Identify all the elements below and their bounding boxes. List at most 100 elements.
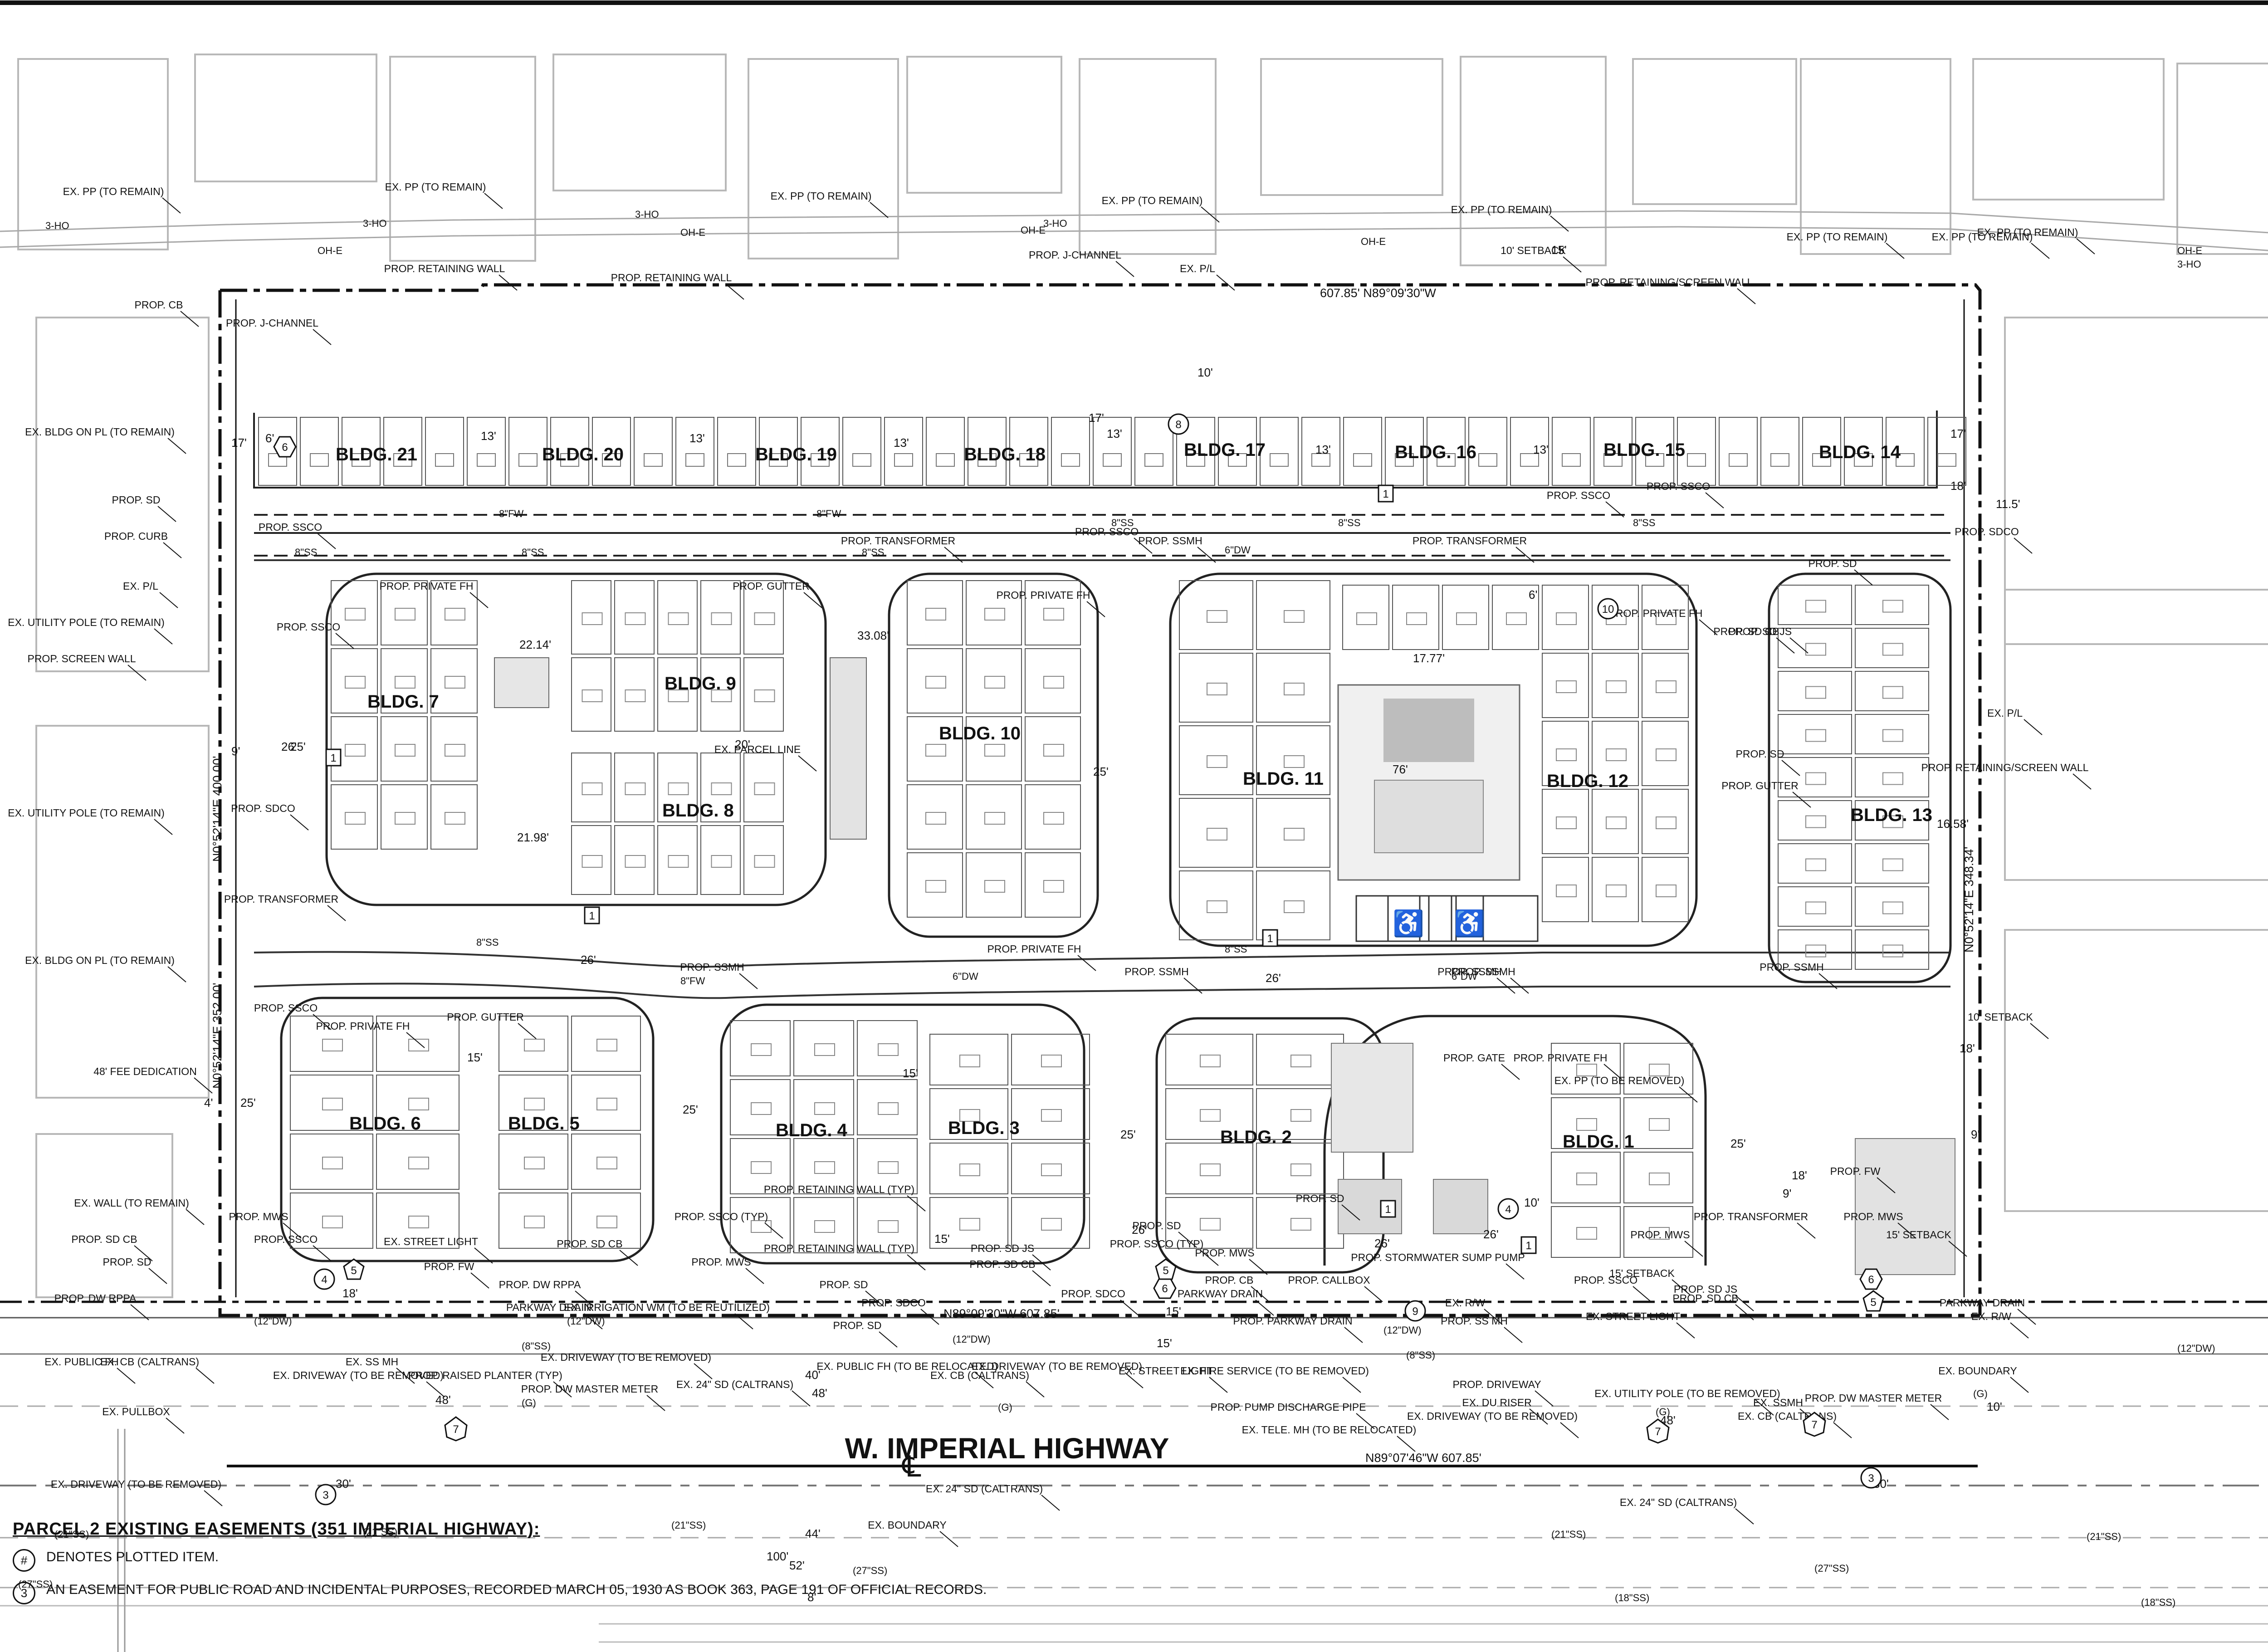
unit-tag bbox=[1649, 1118, 1670, 1131]
callout: EX. PUBLIC FH bbox=[44, 1356, 136, 1384]
middle-blocks bbox=[325, 572, 1952, 983]
building-label: BLDG. 14 bbox=[1819, 442, 1901, 462]
unit-outline bbox=[1778, 671, 1852, 711]
dimension-label: 15' bbox=[467, 1051, 483, 1064]
unit-outline bbox=[700, 753, 741, 822]
marker-box bbox=[325, 748, 342, 767]
dimension-label: 40' bbox=[805, 1368, 821, 1382]
unit-outline bbox=[730, 1079, 791, 1135]
unit-outline bbox=[857, 1197, 918, 1253]
unit-tag bbox=[1284, 828, 1305, 841]
utility-line-label: OH-E bbox=[2177, 245, 2202, 256]
unit-outline bbox=[430, 716, 478, 782]
unit-tag bbox=[959, 1218, 980, 1231]
leader-line bbox=[944, 547, 963, 563]
unit-outline bbox=[1623, 1043, 1693, 1095]
unit-tag bbox=[1687, 453, 1706, 467]
callout: 48' FEE DEDICATION bbox=[93, 1065, 213, 1094]
callout: EX. UTILITY POLE (TO REMAIN) bbox=[8, 616, 173, 645]
utility-line-label: (8"SS) bbox=[1406, 1349, 1435, 1361]
unit-tag bbox=[959, 1163, 980, 1176]
leader-line bbox=[1201, 206, 1220, 223]
dimension-label: 26' bbox=[581, 953, 596, 967]
unit-tag bbox=[1882, 600, 1903, 613]
utility-line-label: 3-HO bbox=[635, 209, 659, 220]
unit-outline bbox=[430, 784, 478, 850]
leader-line bbox=[1356, 1413, 1375, 1429]
unit-tag bbox=[668, 689, 689, 702]
callout: PROP. DW MASTER METER bbox=[1805, 1392, 1949, 1420]
unit-outline bbox=[430, 580, 478, 645]
unit-outline bbox=[571, 657, 611, 732]
property-boundary bbox=[218, 283, 1982, 1317]
callout-text: EX. DRIVEWAY (TO BE REMOVED) bbox=[972, 1360, 1142, 1372]
unit-outline bbox=[571, 580, 611, 655]
unit-tag bbox=[1284, 683, 1305, 695]
unit-outline bbox=[290, 1134, 373, 1190]
unit-tag bbox=[1406, 612, 1427, 625]
callout: PROP. RETAINING/SCREEN WALL bbox=[1921, 762, 2092, 790]
unit-grid bbox=[290, 580, 1929, 1258]
marker-number: 9 bbox=[1412, 1305, 1418, 1318]
leader-line bbox=[1124, 1372, 1144, 1388]
unit-outline bbox=[1542, 653, 1589, 718]
unit-tag bbox=[894, 453, 913, 467]
callout-text: PROP. SSCO bbox=[1547, 489, 1610, 501]
dimension-label: 44' bbox=[805, 1527, 821, 1540]
unit-outline bbox=[1855, 843, 1929, 884]
unit-tag bbox=[445, 744, 465, 757]
utility-line-label: (G) bbox=[1656, 1406, 1670, 1417]
unit-tag bbox=[1041, 1055, 1062, 1067]
leader-line bbox=[1705, 492, 1724, 508]
callout: PROP. SSCO bbox=[1574, 1274, 1652, 1302]
unit-outline bbox=[499, 1134, 568, 1190]
callout: EX. UTILITY POLE (TO BE REMOVED) bbox=[1594, 1388, 1780, 1416]
leader-line bbox=[313, 1014, 332, 1030]
unit-outline bbox=[1642, 857, 1689, 922]
north-row-units bbox=[258, 417, 1966, 486]
unit-outline bbox=[1760, 417, 1799, 486]
callout: PROP. SD JS bbox=[971, 1242, 1051, 1271]
callout-text: PROP. PRIVATE FH bbox=[996, 589, 1090, 601]
leader-line bbox=[1948, 1241, 1967, 1257]
leader-line bbox=[1529, 1408, 1548, 1425]
callout-text: EX. 24" SD (CALTRANS) bbox=[1620, 1496, 1737, 1508]
utility-line-label: 8"SS bbox=[862, 547, 884, 558]
unit-outline bbox=[1844, 417, 1883, 486]
utility-line-label: 8"FW bbox=[816, 508, 841, 519]
unit-outline bbox=[1179, 580, 1253, 650]
callout-text: PARKWAY DRAIN bbox=[506, 1301, 591, 1313]
unit-tag bbox=[1290, 1109, 1311, 1122]
unit-tag bbox=[1041, 1163, 1062, 1176]
callout-text: PROP. MWS bbox=[229, 1211, 288, 1222]
callout: 10' SETBACK bbox=[1968, 1011, 2049, 1039]
plotted-item-marker: 5 bbox=[1155, 1258, 1177, 1280]
leader-line bbox=[470, 1272, 489, 1289]
dimension-label: 18' bbox=[342, 1286, 358, 1300]
unit-outline bbox=[1551, 1043, 1621, 1095]
dimension-label: 48' bbox=[435, 1393, 451, 1407]
callout-text: PROP. GATE bbox=[1443, 1052, 1505, 1064]
unit-outline bbox=[730, 1138, 791, 1194]
callout-text: EX. PP (TO REMAIN) bbox=[1102, 195, 1203, 206]
marker-number: 3 bbox=[323, 1489, 328, 1501]
unit-tag bbox=[1019, 453, 1038, 467]
callout: PROP. SSCO bbox=[254, 1233, 332, 1261]
unit-outline bbox=[290, 1075, 373, 1131]
leader-line bbox=[584, 1313, 603, 1329]
leader-line bbox=[1344, 1327, 1363, 1343]
unit-tag bbox=[751, 1220, 772, 1233]
unit-tag bbox=[1805, 643, 1826, 656]
neighbor-building-outline bbox=[389, 56, 536, 262]
leader-line bbox=[154, 628, 173, 645]
utility-line-label: (12"DW) bbox=[953, 1334, 991, 1345]
callout: PROP. SDCO bbox=[231, 802, 309, 831]
leader-line bbox=[725, 283, 744, 300]
plotted-item-marker: 1 bbox=[1520, 1236, 1537, 1254]
unit-tag bbox=[1656, 885, 1677, 897]
unit-tag bbox=[1506, 612, 1527, 625]
unit-outline bbox=[1552, 417, 1591, 486]
callout: PROP. SD CB bbox=[1713, 626, 1795, 654]
